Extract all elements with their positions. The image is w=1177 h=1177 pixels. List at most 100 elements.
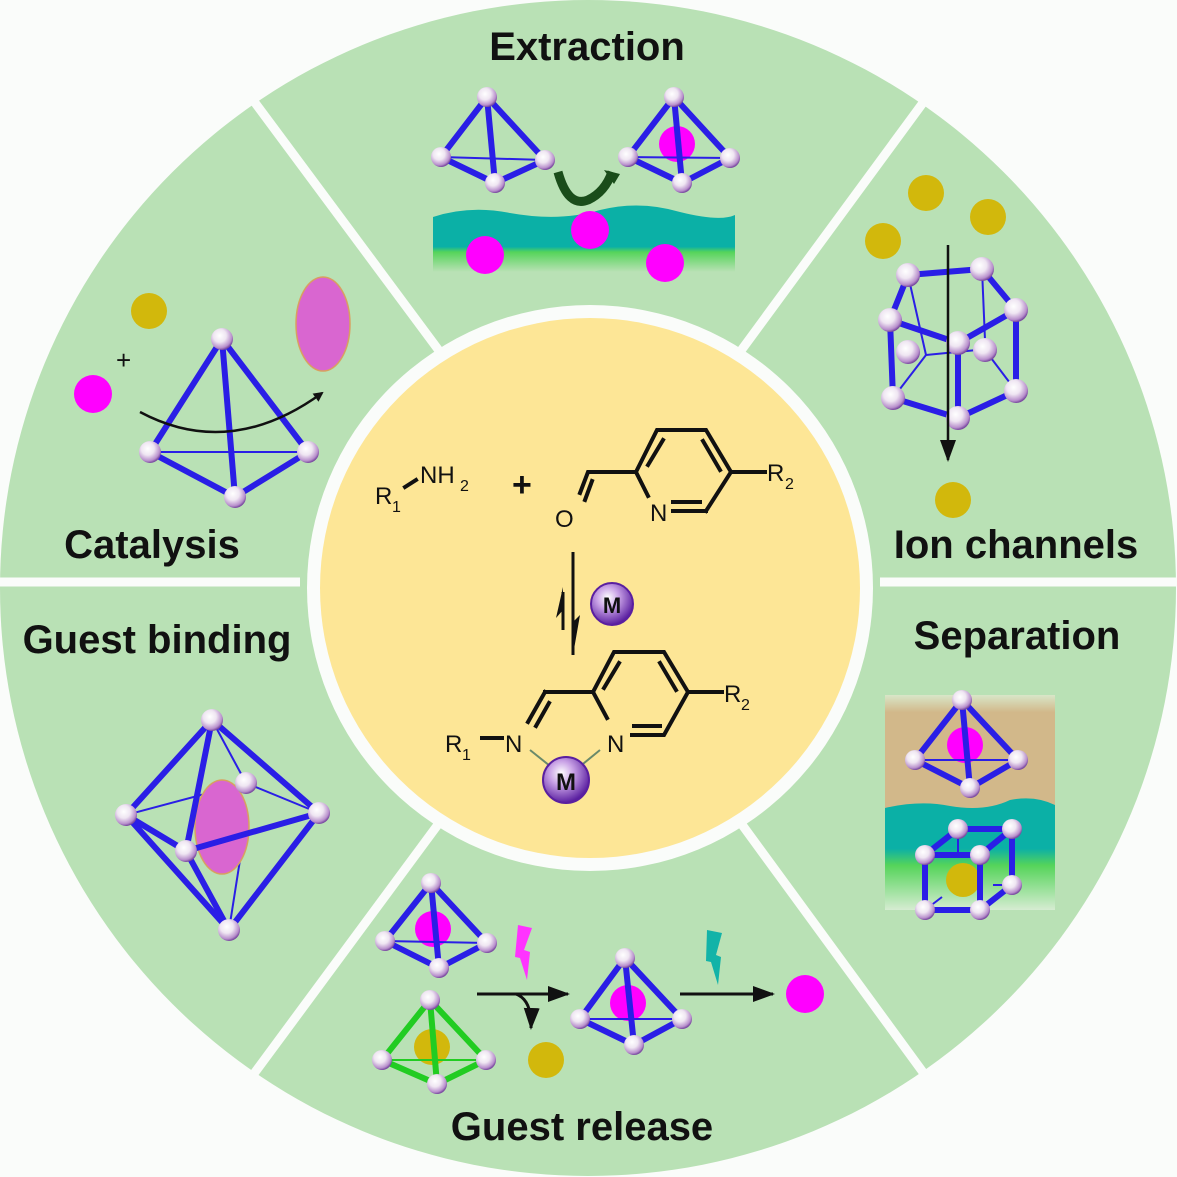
cage-vertex (421, 873, 441, 893)
cage-edge (226, 810, 322, 933)
reactant-pyridine-aldehyde: O N R 2 (555, 428, 794, 533)
imine-double (533, 700, 552, 729)
cage-edge (147, 336, 225, 455)
cage-vertex (970, 900, 990, 920)
cage-vertex (1002, 819, 1022, 839)
cage-vertex (948, 819, 968, 839)
cage-vertex (915, 845, 935, 865)
cage-vertex (201, 709, 223, 731)
amine-nh-sub: 2 (460, 478, 469, 495)
cage-vertex (624, 1035, 644, 1055)
cage-edge (379, 1057, 440, 1087)
released-guest-magenta (786, 975, 824, 1013)
cage-vertex (1008, 750, 1028, 770)
cage-edge (183, 717, 215, 854)
separation-cage-cube (915, 819, 1022, 920)
product-metal-sphere-icon (542, 756, 590, 804)
forward-arrowhead (573, 615, 580, 655)
amine-nh: NH (420, 462, 455, 489)
cage-edge (183, 848, 232, 933)
cage-vertex (720, 148, 740, 168)
segment-label-guest-release: Guest release (451, 1105, 713, 1149)
cage-vertex (477, 87, 497, 107)
divider-extraction-ion-channels (736, 97, 929, 355)
product-inner-1 (601, 660, 622, 691)
cage-edge (183, 810, 322, 854)
substrate-yellow (131, 293, 167, 329)
bound-guest-ellipse (194, 779, 250, 875)
cage-vertex (375, 931, 395, 951)
cage-edge (147, 449, 238, 500)
segment-label-catalysis: Catalysis (64, 523, 240, 567)
substrate-magenta (74, 375, 112, 413)
cage-vertex (420, 990, 440, 1010)
cage-vertex (881, 386, 905, 410)
amine-r-sub: 1 (392, 499, 401, 516)
cage-vertex (218, 919, 240, 941)
cage-vertex (973, 338, 997, 362)
product-ring-n-bond (590, 689, 610, 721)
product-inner-2 (657, 660, 679, 693)
cage-edge (887, 317, 896, 401)
cage-edge (245, 782, 320, 814)
imine-bond (525, 689, 548, 725)
cage-vertex (570, 1009, 590, 1029)
divider-guest-binding-guest-release (249, 812, 449, 1078)
cage-edge (959, 697, 1021, 763)
cage-vertex (672, 173, 692, 193)
cage-vertex (960, 778, 980, 798)
cage-edge (228, 859, 241, 931)
cage-vertex (1004, 379, 1028, 403)
segment-guest-binding: Guest binding (23, 618, 330, 941)
cage-edge (671, 94, 685, 186)
reaction-arrow (139, 391, 324, 434)
cage-edge (671, 94, 733, 161)
cage-edge (219, 336, 238, 500)
segment-dividers (0, 97, 1177, 1078)
cage-edge (484, 94, 498, 186)
segment-separation: Separation (885, 614, 1120, 920)
cage-edge (382, 938, 442, 971)
release-cage-blue (375, 873, 497, 978)
transfer-arrowhead (604, 170, 620, 184)
cage-vertex (970, 845, 990, 865)
plus-sign: + (512, 466, 532, 504)
channel-cage (878, 257, 1028, 430)
cage-vertex (431, 147, 451, 167)
metal-ion-catalyst: M (590, 582, 634, 626)
cage-vertex (485, 173, 505, 193)
cage-edge (123, 812, 232, 933)
cage-edge (382, 880, 434, 944)
cage-vertex (946, 331, 970, 355)
metal-label: M (603, 593, 621, 618)
cage-vertex (308, 802, 330, 824)
stimulus-bolt-teal-icon (706, 930, 722, 985)
amine-r: R (375, 483, 392, 510)
cage-vertex (211, 328, 233, 350)
cage-vertex (235, 772, 257, 794)
cage-edge (427, 997, 489, 1063)
cage-vertex (476, 1050, 496, 1070)
cage-vertex (618, 147, 638, 167)
cage-vertex (175, 840, 197, 862)
cage-vertex (1002, 875, 1022, 895)
reactant-amine: R 1 NH 2 (375, 462, 469, 516)
cage-edge (123, 812, 189, 854)
carbonyl-double-bond (582, 478, 595, 503)
released-guest-yellow (528, 1042, 564, 1078)
cage-vertex (905, 750, 925, 770)
pyridine-ring-n-bond (633, 469, 651, 499)
aldehyde-chain (577, 470, 638, 496)
segment-label-extraction: Extraction (489, 25, 685, 69)
cage-vertex (372, 1050, 392, 1070)
cage-vertex (224, 486, 246, 508)
cage-vertex (946, 406, 970, 430)
aldehyde-oxygen: O (555, 506, 574, 533)
ejection-arrow (515, 992, 540, 1030)
divider-catalysis-extraction (249, 97, 444, 355)
transfer-arrow-shaft (553, 170, 617, 206)
product-ellipse (295, 276, 351, 372)
divider-guest-release-separation (731, 812, 929, 1078)
separation-cage-tetrahedron (905, 690, 1028, 798)
pyridine-nitrogen: N (650, 500, 667, 527)
